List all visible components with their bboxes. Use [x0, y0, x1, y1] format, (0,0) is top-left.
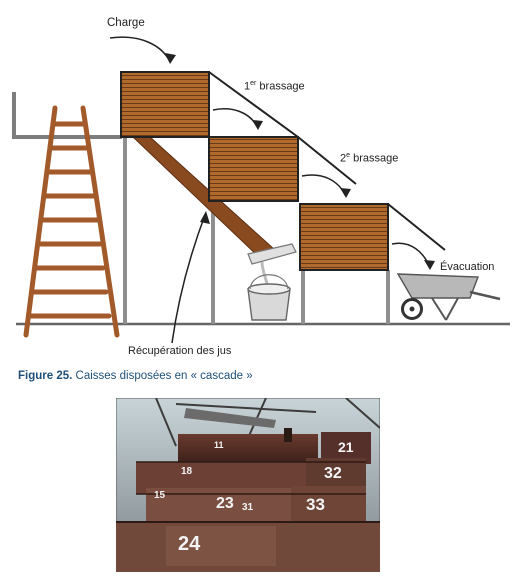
- photo-number-18: 18: [181, 466, 193, 477]
- photo-number-33: 33: [306, 495, 325, 514]
- cascade-diagram: [12, 36, 510, 344]
- photo-box-33: [291, 486, 366, 524]
- bucket-icon: [247, 274, 291, 321]
- support-posts: [123, 137, 390, 324]
- label-second-mixing-text: brassage: [350, 152, 399, 165]
- figure-caption-text: Caisses disposées en « cascade »: [72, 370, 253, 382]
- photo-box-back: [178, 434, 318, 464]
- label-juice-recovery: Récupération des jus: [128, 345, 232, 357]
- arrowheads: [165, 53, 435, 270]
- label-charge: Charge: [107, 17, 145, 29]
- figure-caption: Figure 25. Caisses disposées en « cascad…: [18, 370, 253, 382]
- label-second-mixing-num: 2: [340, 152, 347, 165]
- photo-number-24: 24: [178, 533, 201, 555]
- box-3: [299, 203, 389, 271]
- photo-number-23: 23: [216, 495, 234, 512]
- wheelbarrow-icon: [396, 273, 501, 321]
- photo-number-15: 15: [154, 490, 166, 501]
- photo-worker: [284, 428, 292, 442]
- label-second-mixing: 2e brassage: [340, 152, 398, 165]
- cascade-boxes-photo: 21 32 18 23 33 24 15 31 11: [116, 398, 380, 572]
- box-1: [120, 71, 210, 138]
- photo-number-31: 31: [242, 502, 254, 513]
- label-first-mixing-num: 1: [244, 80, 251, 93]
- photo-chute: [184, 408, 276, 428]
- photo-number-32: 32: [324, 465, 342, 482]
- chute-spout: [247, 243, 297, 265]
- ladder: [23, 105, 120, 338]
- photo-number-11: 11: [214, 440, 224, 450]
- slope-lines: [208, 71, 446, 251]
- loading-platform: [12, 92, 122, 139]
- label-first-mixing: 1er brassage: [244, 80, 305, 93]
- label-evacuation: Évacuation: [440, 261, 495, 273]
- box-2: [208, 136, 299, 202]
- photo-box-32: [306, 458, 366, 490]
- figure-number: Figure 25.: [18, 370, 73, 382]
- photo-number-21: 21: [338, 439, 354, 455]
- label-second-mixing-sup: e: [346, 152, 351, 159]
- label-first-mixing-sup: er: [250, 80, 257, 87]
- label-first-mixing-text: brassage: [256, 80, 305, 93]
- photo-box-24: [166, 526, 276, 566]
